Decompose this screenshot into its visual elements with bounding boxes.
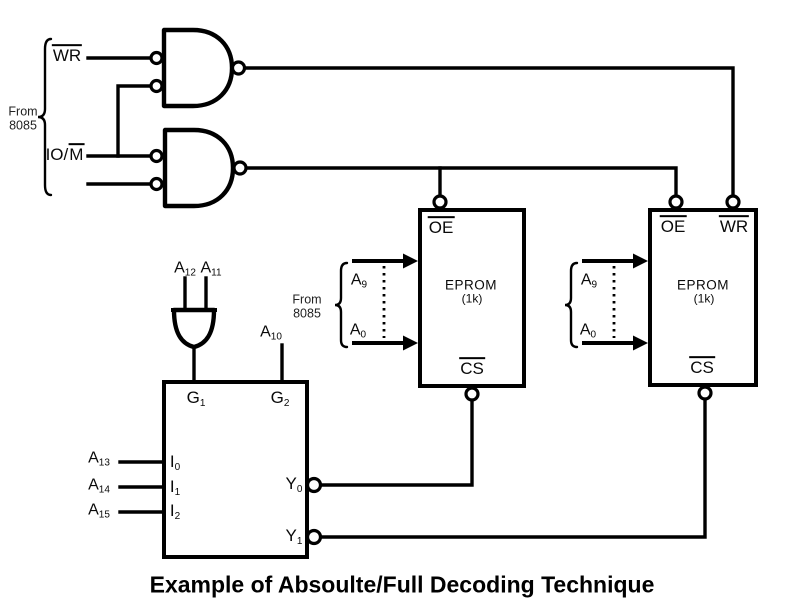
eprom1-oe-pin-bubble xyxy=(432,194,448,210)
nand1-output-bubble xyxy=(230,60,247,76)
eprom2-cs-pin-bubble xyxy=(697,385,713,401)
nand-gate-2 xyxy=(149,127,248,209)
a12-label: A12 xyxy=(174,259,196,279)
decoder-i1-label: I1 xyxy=(169,477,181,498)
diagram-caption: Example of Absoulte/Full Decoding Techni… xyxy=(149,571,655,598)
eprom1-a0-label: A0 xyxy=(349,321,367,341)
nand2-output-bubble xyxy=(232,160,248,176)
decoder-y0-label: Y0 xyxy=(285,474,303,495)
a13-label: A13 xyxy=(88,449,110,469)
from-8085-label: From 8085 xyxy=(8,104,38,132)
eprom1-cs-label: CS xyxy=(459,357,485,379)
eprom2-cs-label: CS xyxy=(689,356,715,378)
nand2-input-bubble-1 xyxy=(149,148,164,164)
wr-input-label: WR xyxy=(51,44,83,66)
and-gate-a12-a11 xyxy=(171,276,217,384)
decoder-g2-label: G2 xyxy=(270,388,290,409)
wire-y1-to-cs2 xyxy=(319,398,707,539)
eprom2-a9-label: A9 xyxy=(580,271,598,291)
decoder-i0-label: I0 xyxy=(169,452,181,473)
and-gate-body xyxy=(171,307,217,350)
eprom2-oe-pin-bubble xyxy=(668,194,684,210)
wire-wr-to-eprom2 xyxy=(243,66,735,198)
decoder-i2-label: I2 xyxy=(169,501,181,522)
wr-overline: WR xyxy=(51,44,83,66)
wire-oe-to-eprom2 xyxy=(244,166,678,198)
eprom1-name: EPROM xyxy=(444,277,498,293)
nand1-input-bubble-2 xyxy=(149,78,164,94)
eprom2-a9-arrowhead xyxy=(633,253,648,269)
nand2-input-bubble-2 xyxy=(149,176,164,192)
decoder-y1-label: Y1 xyxy=(285,526,303,547)
eprom2-bus-brace xyxy=(564,261,579,349)
wire-y0-to-cs1 xyxy=(319,398,474,487)
a15-label: A15 xyxy=(88,501,110,521)
eprom2-wr-pin-bubble xyxy=(725,194,741,210)
a14-label: A14 xyxy=(88,476,110,496)
nand-gate-1 xyxy=(149,27,247,109)
eprom1-a9-arrowhead xyxy=(403,253,418,269)
eprom1-address-arrows xyxy=(352,253,418,351)
eprom2-address-arrows xyxy=(582,253,648,351)
decoder-y1-bubble xyxy=(305,528,323,546)
decoder-box xyxy=(162,380,309,559)
eprom1-bus-brace xyxy=(334,261,349,349)
eprom2-a0-arrowhead xyxy=(633,335,648,351)
eprom1-size: (1k) xyxy=(461,291,483,306)
iom-input-label: IO/M xyxy=(45,143,85,165)
eprom1-a0-arrowhead xyxy=(403,335,418,351)
eprom1-box xyxy=(418,208,526,388)
eprom2-size: (1k) xyxy=(693,291,715,306)
eprom2-a0-label: A0 xyxy=(579,321,597,341)
from-8085-brace xyxy=(37,37,53,197)
eprom1-oe-label: OE xyxy=(427,216,455,238)
nand-gate-2-body xyxy=(162,127,236,209)
decoder-g1-label: G1 xyxy=(186,388,206,409)
bus-from-8085-label: From 8085 xyxy=(292,292,322,320)
decoder-y0-bubble xyxy=(305,476,323,494)
eprom2-oe-label: OE xyxy=(659,215,687,237)
nand1-input-bubble-1 xyxy=(149,50,164,66)
iom-m-overline: M xyxy=(68,143,85,165)
eprom1-a9-label: A9 xyxy=(350,271,368,291)
a11-label: A11 xyxy=(200,259,222,279)
eprom1-cs-pin-bubble xyxy=(464,386,480,402)
nand-gate-1-body xyxy=(161,27,235,109)
wire-iom-branch xyxy=(116,84,153,158)
eprom2-wr-label: WR xyxy=(718,215,750,237)
a10-label: A10 xyxy=(260,323,282,343)
eprom2-name: EPROM xyxy=(676,277,730,293)
eprom2-box xyxy=(648,208,758,387)
